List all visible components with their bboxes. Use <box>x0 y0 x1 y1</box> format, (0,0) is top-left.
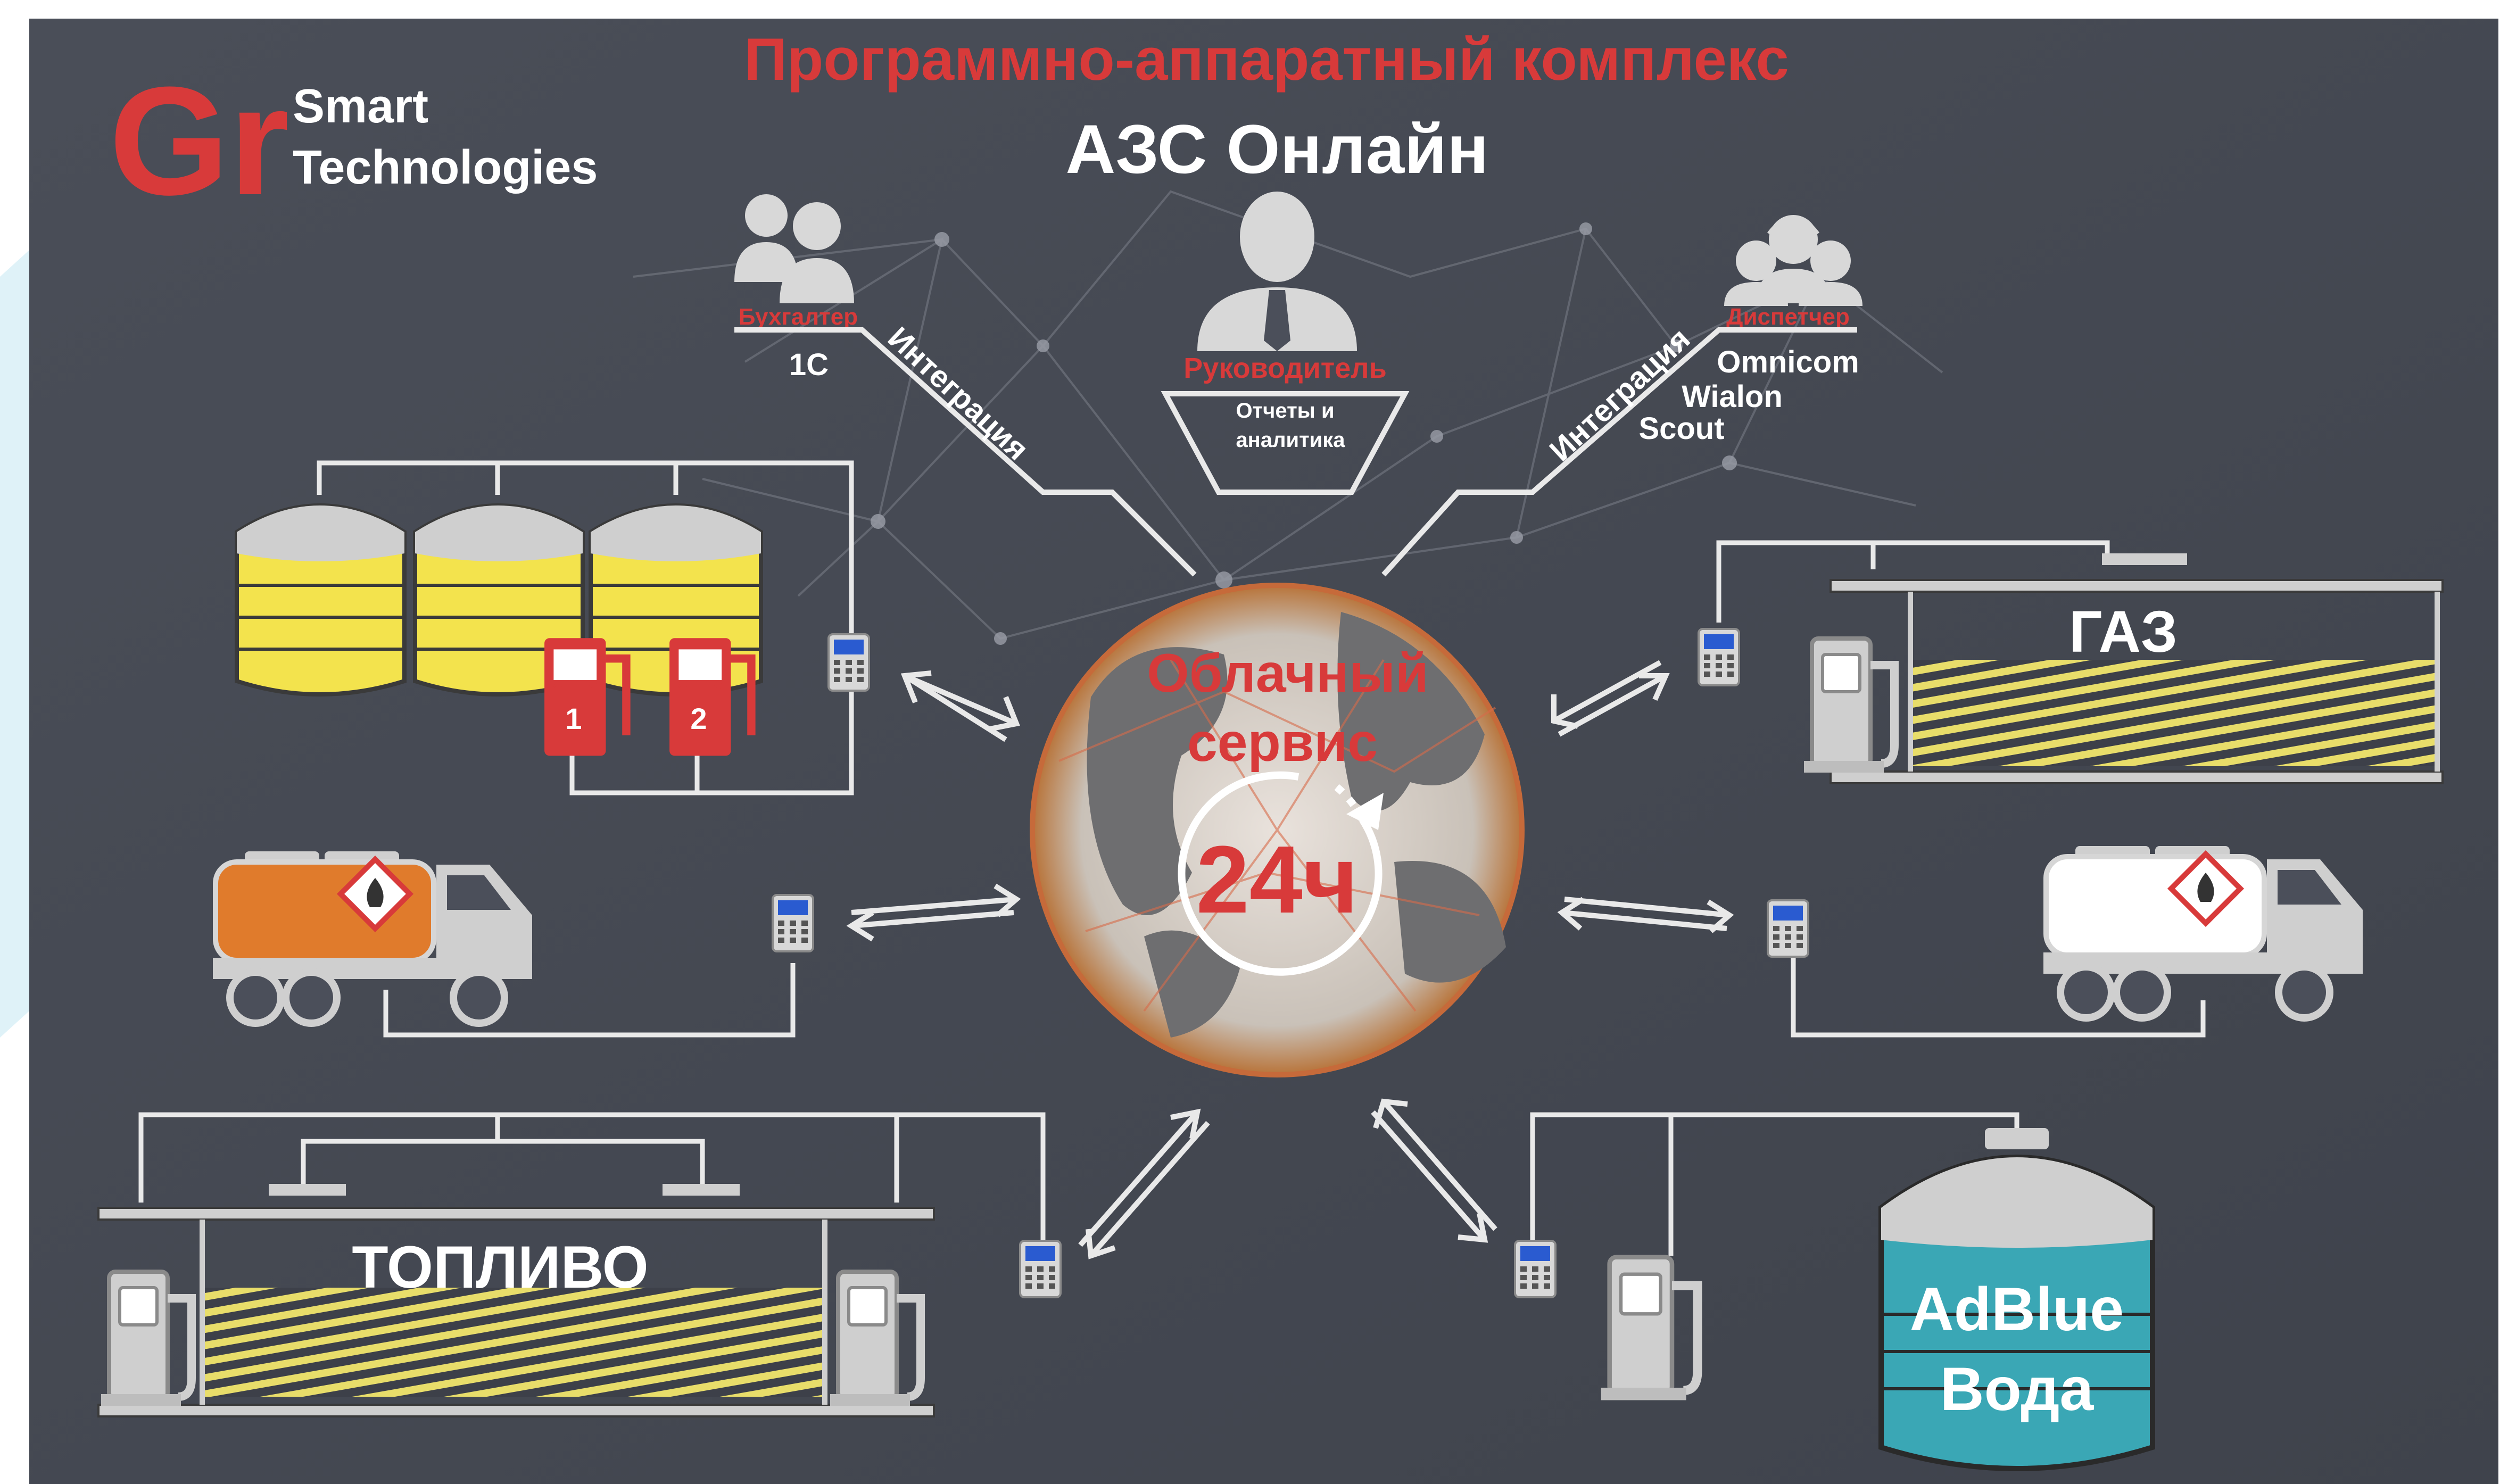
company-logo: Gr Smart Technologies <box>109 55 598 227</box>
fuel-tanks <box>235 503 763 697</box>
manager-detail-2: аналитика <box>1236 428 1345 452</box>
dispatcher-label: Диспетчер <box>1726 304 1850 330</box>
tanker-right-terminal-icon <box>1767 899 1809 958</box>
gas-terminal-icon <box>1698 628 1740 686</box>
fuel-station-wiring <box>138 1112 1046 1245</box>
depot-wiring <box>317 460 854 795</box>
dispatcher-system-3: Scout <box>1638 411 1724 446</box>
adblue-label-1: AdBlue <box>1910 1275 2124 1344</box>
manager-label: Руководитель <box>1183 352 1387 384</box>
fuel-station-terminal-icon <box>1019 1240 1062 1298</box>
pump-number-2: 2 <box>690 702 707 735</box>
integration-lines <box>734 327 1857 577</box>
fuel-label: ТОПЛИВО <box>352 1234 649 1300</box>
logo-line-2: Technologies <box>293 141 598 194</box>
logo-line-1: Smart <box>293 80 428 133</box>
globe-icon <box>1030 583 1525 1077</box>
data-exchange-arrows <box>846 660 1734 1259</box>
tanker-left-terminal-icon <box>772 894 814 952</box>
dispatcher-system-1: Omnicom <box>1717 345 1859 379</box>
gas-wiring <box>1716 540 2110 623</box>
logo-mark: Gr <box>109 55 289 227</box>
tanker-truck-icon <box>213 851 532 1027</box>
adblue-label-2: Вода <box>1940 1355 2095 1423</box>
tanker-truck-right-icon <box>2043 846 2363 1022</box>
cloud-uptime: 24ч <box>1196 826 1359 933</box>
pump-caption-1: Колонка <box>550 678 598 692</box>
adblue-wiring <box>1530 1112 2019 1256</box>
diagram-subtitle: АЗС Онлайн <box>1065 110 1488 188</box>
cloud-label-1: Облачный <box>1147 643 1428 703</box>
accountant-system: 1С <box>789 347 829 382</box>
pump-caption-2: Колонка <box>675 678 723 692</box>
accountants-icon <box>734 194 854 303</box>
dispatcher-system-2: Wialon <box>1682 379 1783 414</box>
adblue-terminal-icon <box>1514 1240 1557 1298</box>
gas-label: ГАЗ <box>2069 599 2178 665</box>
manager-detail-1: Отчеты и <box>1236 399 1334 422</box>
tanker-left-wiring <box>383 963 796 1038</box>
pump-number-1: 1 <box>565 702 582 735</box>
diagram-title: Программно-аппаратный комплекс <box>744 26 1789 93</box>
terminal-icon <box>827 633 870 692</box>
accountant-label: Бухгалтер <box>739 304 858 330</box>
adblue-tank-icon <box>1878 1128 2155 1471</box>
flammable-icon <box>367 878 384 907</box>
cycle-arrow-icon <box>1178 771 1384 976</box>
dispatchers-icon <box>1724 215 1862 306</box>
tanker-right-wiring <box>1791 958 2206 1038</box>
manager-icon <box>1197 192 1357 351</box>
cloud-label-2: сервис <box>1187 712 1378 773</box>
